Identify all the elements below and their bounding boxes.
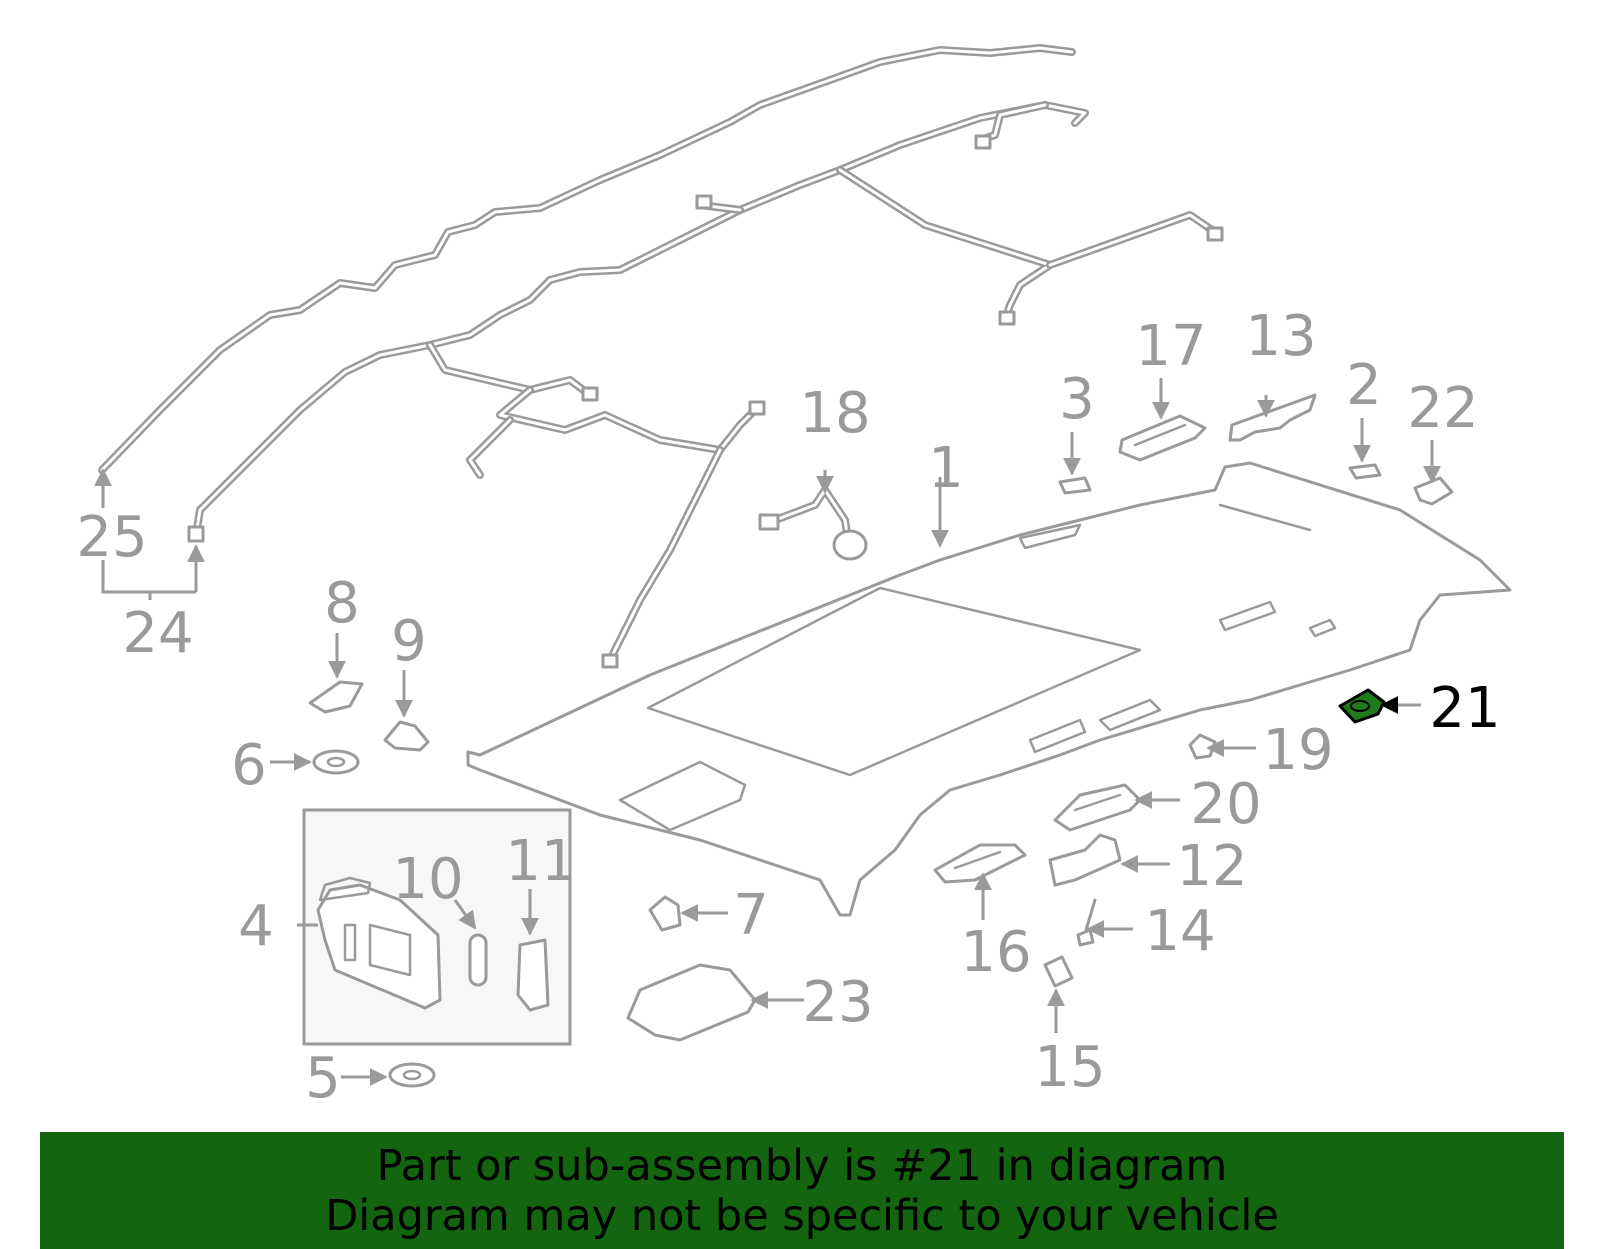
callout-23: 23 (802, 970, 873, 1035)
callout-16: 16 (960, 920, 1031, 985)
info-banner: Part or sub-assembly is #21 in diagram D… (40, 1132, 1564, 1249)
callout-1: 1 (928, 436, 964, 501)
callout-5: 5 (305, 1046, 341, 1111)
callout-24: 24 (122, 601, 193, 666)
cover-15 (1043, 955, 1074, 988)
connector-blocks (187, 134, 1224, 669)
lamp-20 (1053, 783, 1142, 832)
cap-6 (312, 749, 360, 775)
lamp-17 (1118, 414, 1207, 462)
bracket-9 (383, 720, 430, 752)
wire-harness-main (192, 101, 1219, 664)
callout-14: 14 (1144, 899, 1215, 964)
cap-5 (388, 1062, 436, 1088)
headliner-1 (466, 461, 1512, 917)
callout-4: 4 (238, 894, 274, 959)
clip-8 (308, 680, 364, 714)
wire-harness-25 (98, 44, 1076, 474)
banner-part-notice: Part or sub-assembly is #21 in diagram (376, 1141, 1228, 1191)
clip-7 (648, 895, 682, 932)
lamp-16 (933, 843, 1027, 884)
leader-lines (94, 378, 1441, 1086)
callout-9: 9 (391, 609, 427, 674)
callout-11: 11 (505, 829, 576, 894)
callout-7: 7 (733, 883, 769, 948)
clip-3 (1058, 476, 1092, 495)
callout-15: 15 (1034, 1035, 1105, 1100)
part-21-highlighted (1338, 688, 1386, 724)
banner-disclaimer: Diagram may not be specific to your vehi… (325, 1191, 1279, 1241)
clip-2 (1348, 463, 1382, 480)
callout-25: 25 (76, 505, 147, 570)
callout-20: 20 (1190, 772, 1261, 837)
callout-18: 18 (799, 381, 870, 446)
callout-2: 2 (1346, 353, 1382, 418)
bracket-13 (1228, 393, 1317, 442)
callout-13: 13 (1245, 304, 1316, 369)
sun-visor-4 (316, 876, 442, 1010)
callout-17: 17 (1135, 314, 1206, 379)
callout-21: 21 (1429, 676, 1500, 741)
bolt-14 (1076, 898, 1097, 947)
callout-19: 19 (1262, 718, 1333, 783)
harness-18 (758, 486, 868, 561)
callout-12: 12 (1176, 834, 1247, 899)
visor-lamp-11 (516, 938, 550, 1012)
visor-clip-10 (468, 933, 488, 987)
callout-3: 3 (1059, 367, 1095, 432)
callout-10: 10 (392, 847, 463, 912)
grab-handle-12 (1048, 833, 1122, 887)
callout-22: 22 (1407, 376, 1478, 441)
callout-6: 6 (231, 733, 267, 798)
callout-8: 8 (324, 571, 360, 636)
console-23 (626, 963, 757, 1042)
